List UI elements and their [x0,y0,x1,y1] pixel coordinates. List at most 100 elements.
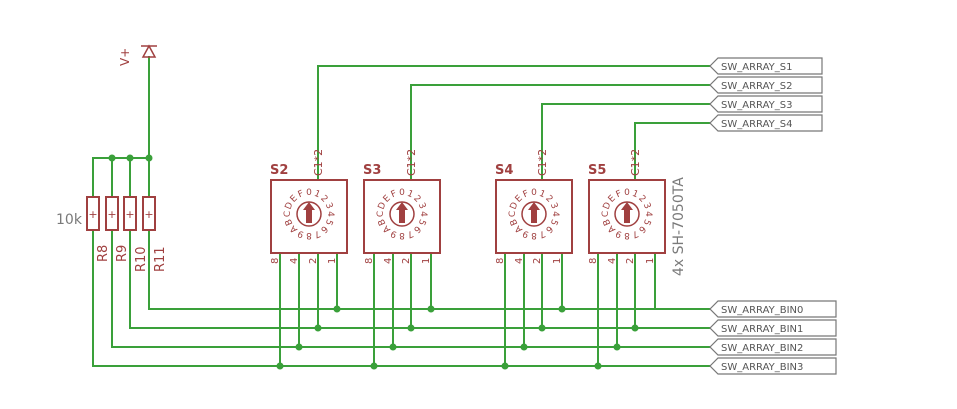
switch-pin-label: 4 [289,258,300,264]
switch-name-label: S3 [363,163,381,178]
wire-s3-net [541,103,711,181]
wire-s4-net [634,122,711,181]
dial-digit: F [615,189,624,200]
net-label-top-1[interactable]: SW_ARRAY_S2 [709,76,823,94]
net-label-text: SW_ARRAY_BIN1 [721,324,803,335]
dial-digit: 1 [405,189,414,200]
switch-pin-label: 2 [532,258,543,264]
net-label-bottom-0[interactable]: SW_ARRAY_BIN0 [709,300,837,318]
dial-digit: 7 [630,228,639,239]
dial-digit: D [377,201,389,211]
junction-dot [520,343,528,351]
dial-digit: E [607,193,618,204]
switch-pin-label: 4 [383,258,394,264]
junction-dot [407,324,415,332]
dial-digit: 4 [550,211,560,217]
dial-digit: 5 [416,217,427,226]
dial-digit: 1 [537,189,546,200]
dial-digit: B [602,217,614,227]
dial-digit: 7 [405,228,414,239]
net-label-text: SW_ARRAY_S1 [721,62,792,73]
resistor-r10[interactable]: + [123,196,137,231]
switch-name-label: S2 [270,163,288,178]
resistor-name-r8: R8 [96,245,111,262]
net-label-top-2[interactable]: SW_ARRAY_S3 [709,95,823,113]
junction-dot [108,154,116,162]
net-label-text: SW_ARRAY_BIN3 [721,362,803,373]
net-label-top-3[interactable]: SW_ARRAY_S4 [709,114,823,132]
resistor-value-label: 10k [56,212,83,228]
dial-digit: 2 [318,194,329,205]
dial-digit: 7 [537,228,546,239]
junction-dot [295,343,303,351]
switch-name-label: S5 [588,163,606,178]
junction-dot [389,343,397,351]
dial-digit: 4 [643,211,653,217]
svg-text:+: + [125,208,134,221]
resistor-r8[interactable]: + [86,196,100,231]
junction-dot [538,324,546,332]
switch-pin-label: 2 [308,258,319,264]
net-label-bottom-2[interactable]: SW_ARRAY_BIN2 [709,338,837,356]
junction-dot [558,305,566,313]
net-label-bottom-1[interactable]: SW_ARRAY_BIN1 [709,319,837,337]
dial-digit: C [601,211,611,217]
net-label-bottom-3[interactable]: SW_ARRAY_BIN3 [709,357,837,375]
dial-digit: F [297,189,306,200]
dial-digit: 8 [624,230,630,240]
switch-pin-label: 1 [552,258,563,264]
net-label-text: SW_ARRAY_BIN2 [721,343,803,354]
svg-text:+: + [88,208,97,221]
dial-digit: 8 [399,230,405,240]
dial-digit: 9 [521,228,530,240]
switch-pin-label: 1 [421,258,432,264]
dial-digit: 0 [399,188,405,198]
dial-digit: 3 [323,201,334,210]
switch-pin-label: 8 [270,258,281,264]
dial-digit: 3 [548,201,559,210]
switch-common-label: C1*2 [629,149,642,176]
switch-pin-label: 2 [625,258,636,264]
switch-pin-label: 1 [645,258,656,264]
dial-digit: 6 [543,223,554,234]
net-label-top-0[interactable]: SW_ARRAY_S1 [709,57,823,75]
dial-digit: F [390,189,399,200]
resistor-r9[interactable]: + [105,196,119,231]
net-label-text: SW_ARRAY_BIN0 [721,305,803,316]
switch-pin-label: 8 [495,258,506,264]
dial-digit: F [522,189,531,200]
power-symbol-vplus[interactable]: V+ [118,44,157,66]
junction-dot [613,343,621,351]
resistor-r11[interactable]: + [142,196,156,231]
switch-common-label: C1*2 [312,149,325,176]
switch-pin-label: 2 [401,258,412,264]
dial-digit: 1 [630,189,639,200]
junction-dot [276,362,284,370]
net-label-text: SW_ARRAY_S3 [721,100,792,111]
dial-digit: 6 [411,223,422,234]
svg-text:+: + [107,208,116,221]
resistor-name-r9: R9 [115,245,130,262]
dial-digit: E [382,193,393,204]
net-label-text: SW_ARRAY_S4 [721,119,792,130]
wire-s1-net [317,65,711,181]
dial-digit: 1 [312,189,321,200]
switch-common-label: C1*2 [536,149,549,176]
junction-dot [126,154,134,162]
junction-dot [333,305,341,313]
dial-digit: D [602,201,614,211]
net-label-text: SW_ARRAY_S2 [721,81,792,92]
dial-digit: 9 [389,228,398,240]
dial-digit: 6 [636,223,647,234]
resistor-name-r11: R11 [153,246,168,272]
switch-common-label: C1*2 [405,149,418,176]
junction-dot [501,362,509,370]
net-labels: SW_ARRAY_S1SW_ARRAY_S2SW_ARRAY_S3SW_ARRA… [709,57,837,375]
